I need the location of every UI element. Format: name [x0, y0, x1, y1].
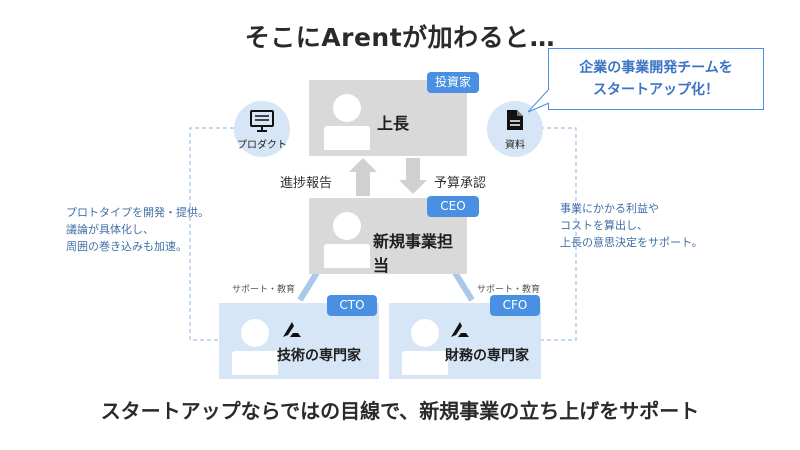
approval-label: 予算承認: [434, 176, 487, 191]
page-title: そこにArentが加わると…: [244, 23, 556, 52]
document-icon: [507, 110, 523, 130]
document-label: 資料: [505, 140, 525, 151]
boss-label: 上長: [377, 114, 410, 133]
right-note-line: コストを算出し、: [560, 219, 648, 232]
finance-expert-label: 財務の専門家: [445, 348, 529, 364]
bottom-headline: スタートアップならではの目線で、新規事業の立ち上げをサポート: [100, 399, 700, 423]
right-note-line: 事業にかかる利益や: [560, 202, 659, 215]
cto-tag: CTO: [327, 295, 377, 316]
arent-logo-icon: [451, 322, 469, 337]
callout-tail: [527, 88, 551, 113]
report-label: 進捗報告: [280, 176, 333, 191]
left-note: プロトタイプを開発・提供。 議論が具体化し、 周囲の巻き込みも加速。: [66, 204, 209, 255]
tech-expert-label: 技術の専門家: [277, 348, 361, 364]
arent-logo-icon: [283, 322, 301, 337]
newbiz-label: 新規事業担当: [373, 232, 454, 275]
document-circle: 資料: [487, 101, 543, 157]
left-dashed-connector: [189, 127, 262, 341]
approval-arrow: [399, 180, 427, 194]
ceo-tag: CEO: [427, 196, 479, 217]
right-note: 事業にかかる利益や コストを算出し、 上長の意思決定をサポート。: [560, 200, 703, 251]
product-icon: [250, 110, 274, 132]
cfo-tag: CFO: [490, 295, 540, 316]
investor-tag: 投資家: [427, 72, 479, 93]
product-circle: プロダクト: [234, 101, 290, 157]
right-dashed-connector: [540, 127, 577, 341]
left-note-line: 周囲の巻き込みも加速。: [66, 240, 187, 253]
report-arrow: [349, 158, 377, 172]
callout-box: 企業の事業開発チームを スタートアップ化！: [548, 48, 764, 110]
right-note-line: 上長の意思決定をサポート。: [560, 236, 703, 249]
left-note-line: プロトタイプを開発・提供。: [66, 206, 209, 219]
product-label: プロダクト: [237, 140, 287, 151]
callout-line2: スタートアップ化！: [593, 82, 719, 98]
callout-line1: 企業の事業開発チームを: [579, 60, 733, 76]
left-note-line: 議論が具体化し、: [66, 223, 154, 236]
finance-support-label: サポート・教育: [477, 285, 541, 295]
tech-support-label: サポート・教育: [232, 285, 296, 295]
